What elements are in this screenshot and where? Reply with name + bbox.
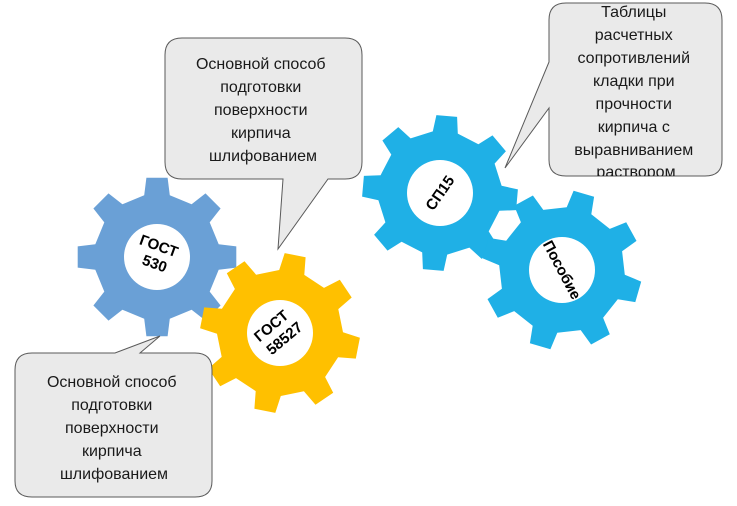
callout-top-line: шлифованием	[209, 148, 317, 165]
callout-bottom-left-line: Основной способ	[47, 374, 177, 391]
callout-top-right-line: прочности	[596, 96, 672, 113]
callout-top-right-line: расчетных	[595, 27, 673, 44]
callout-top-line: Основной способ	[196, 56, 326, 73]
callout-top-line: кирпича	[231, 125, 291, 142]
callout-bottom-left-line: кирпича	[82, 443, 142, 460]
callout-bottom-left-line: шлифованием	[60, 466, 168, 483]
callout-top: Основной способ подготовки поверхности к…	[164, 37, 363, 251]
callout-bottom-left-line: поверхности	[65, 420, 159, 437]
callout-top-right-line: Таблицы	[601, 4, 666, 21]
callout-top-right-line: кирпича с	[598, 119, 670, 136]
callout-top-line: поверхности	[214, 102, 308, 119]
gear-gost530-hub	[124, 224, 190, 290]
callout-top-right: Таблицы расчетных сопротивлений кладки п…	[504, 2, 723, 181]
callout-bottom-left-bubble	[14, 335, 213, 498]
callout-top-line: подготовки	[220, 79, 301, 96]
gear-gost58527-hub	[247, 300, 313, 366]
callout-top-right-line: раствором	[596, 164, 675, 181]
callout-top-bubble	[164, 37, 363, 251]
callout-top-right-line: выравниванием	[574, 142, 693, 159]
gear-gost530: ГОСТ 530	[77, 177, 237, 337]
gear-posobie-hub	[529, 237, 595, 303]
callout-top-right-line: сопротивлений	[578, 50, 691, 67]
gear-sp15-hub	[407, 160, 473, 226]
callout-top-right-line: кладки при	[593, 73, 675, 90]
gear-gost58527: ГОСТ 58527	[200, 253, 360, 413]
callout-top-right-text: Таблицы расчетных сопротивлений кладки п…	[574, 4, 697, 181]
callout-bottom-left-text: Основной способ подготовки поверхности к…	[47, 374, 181, 483]
callout-top-right-bubble	[504, 2, 723, 177]
callout-top-text: Основной способ подготовки поверхности к…	[196, 56, 330, 165]
callout-bottom-left: Основной способ подготовки поверхности к…	[14, 335, 213, 498]
gear-sp15: СП15	[362, 115, 518, 271]
callout-bottom-left-line: подготовки	[71, 397, 152, 414]
gear-posobie: Пособие	[482, 190, 642, 350]
